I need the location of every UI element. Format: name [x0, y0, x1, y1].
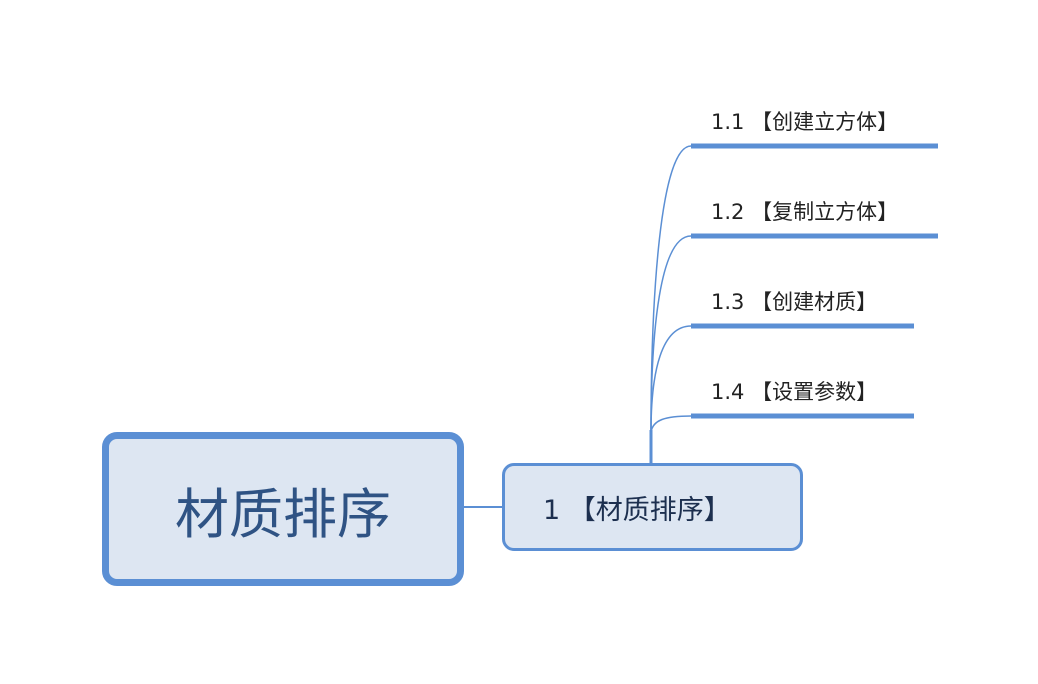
leaf-connector-2 — [650, 235, 692, 433]
root-topic[interactable]: 材质排序 — [102, 432, 464, 586]
main-topic[interactable]: 1 【材质排序】 — [502, 463, 803, 551]
main-topic-label: 1 【材质排序】 — [543, 494, 731, 526]
leaf-connector-1 — [650, 145, 692, 433]
root-topic-label: 材质排序 — [175, 482, 391, 546]
leaf-connector-4 — [650, 415, 692, 433]
subtopic-4[interactable]: 1.4 【设置参数】 — [711, 380, 878, 404]
subtopic-1[interactable]: 1.1 【创建立方体】 — [711, 110, 899, 134]
subtopic-2[interactable]: 1.2 【复制立方体】 — [711, 200, 899, 224]
subtopic-3[interactable]: 1.3 【创建材质】 — [711, 290, 878, 314]
leaf-connector-3 — [650, 325, 692, 433]
